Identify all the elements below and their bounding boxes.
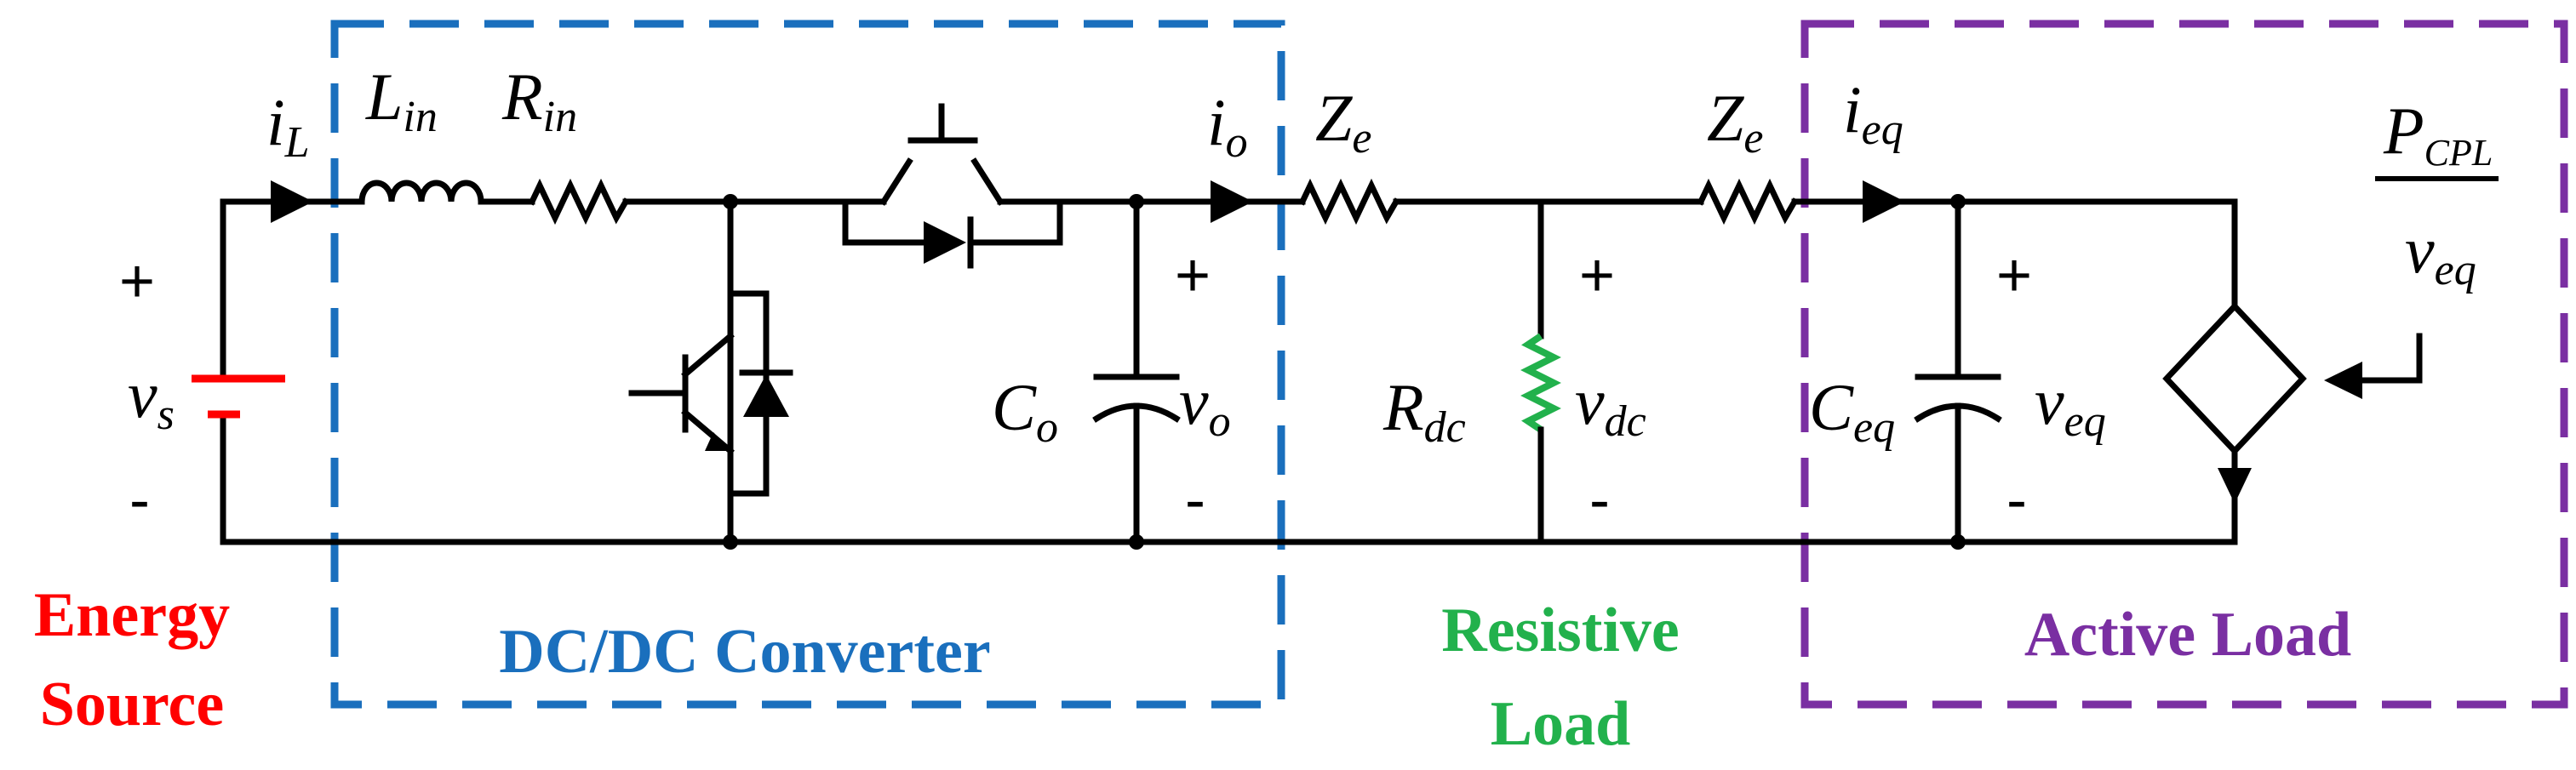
region-resistive-load-line2: Load: [1491, 689, 1631, 759]
label-Lin: Lin: [365, 60, 438, 141]
plus-sign-source: +: [119, 248, 155, 316]
resistor-Ze1: [1298, 178, 1400, 225]
junction-dots: [723, 194, 1966, 550]
active-load-region-box: [1800, 20, 2568, 709]
minus-sign-vdc: -: [1589, 466, 1610, 534]
label-io: io: [1207, 85, 1248, 167]
label-vs: vs: [128, 357, 175, 439]
label-ieq: ieq: [1843, 72, 1903, 154]
label-vo: vo: [1179, 364, 1231, 446]
converter-region-box: [330, 20, 1285, 709]
plus-sign-veq: +: [1996, 242, 2032, 310]
label-Co: Co: [992, 370, 1058, 452]
battery-source: [192, 198, 285, 545]
capacitor-Ceq: [1914, 198, 2002, 545]
label-Ze1: Ze: [1315, 81, 1371, 163]
region-resistive-load-line1: Resistive: [1441, 596, 1680, 665]
label-vdc: vdc: [1575, 364, 1646, 446]
resistor-Ze2: [1697, 178, 1799, 225]
ieq-arrow: [1863, 180, 1905, 223]
cpl-reference-arrow: [2324, 333, 2423, 399]
plus-sign-vdc: +: [1579, 242, 1615, 310]
label-Ceq: Ceq: [1809, 370, 1895, 452]
label-PCPL: PCPL: [2383, 94, 2493, 174]
region-energy-source-line1: Energy: [34, 580, 230, 650]
label-Ze2: Ze: [1707, 81, 1763, 163]
capacitor-Co: [1092, 198, 1181, 545]
label-Rdc: Rdc: [1382, 370, 1466, 452]
region-energy-source-line2: Source: [40, 670, 225, 739]
region-converter-label: DC/DC Converter: [499, 617, 990, 687]
label-veq-fraction: veq: [2405, 213, 2476, 294]
label-iL: iL: [266, 85, 310, 167]
minus-sign-source: -: [129, 466, 150, 534]
label-veq: veq: [2035, 364, 2106, 446]
resistor-Rdc: [1520, 198, 1561, 545]
plus-sign-vo: +: [1175, 242, 1211, 310]
series-switch: [842, 103, 1063, 269]
dependent-current-source: [2162, 198, 2307, 545]
shunt-switch: [628, 198, 793, 545]
minus-sign-vo: -: [1185, 466, 1205, 534]
iL-arrow: [271, 180, 313, 223]
region-active-load-label: Active Load: [2024, 600, 2351, 670]
io-arrow: [1211, 180, 1253, 223]
inductor-Lin: [358, 180, 484, 205]
label-Rin: Rin: [501, 60, 577, 141]
minus-sign-veq: -: [2006, 466, 2027, 534]
resistor-Rin: [528, 178, 630, 225]
